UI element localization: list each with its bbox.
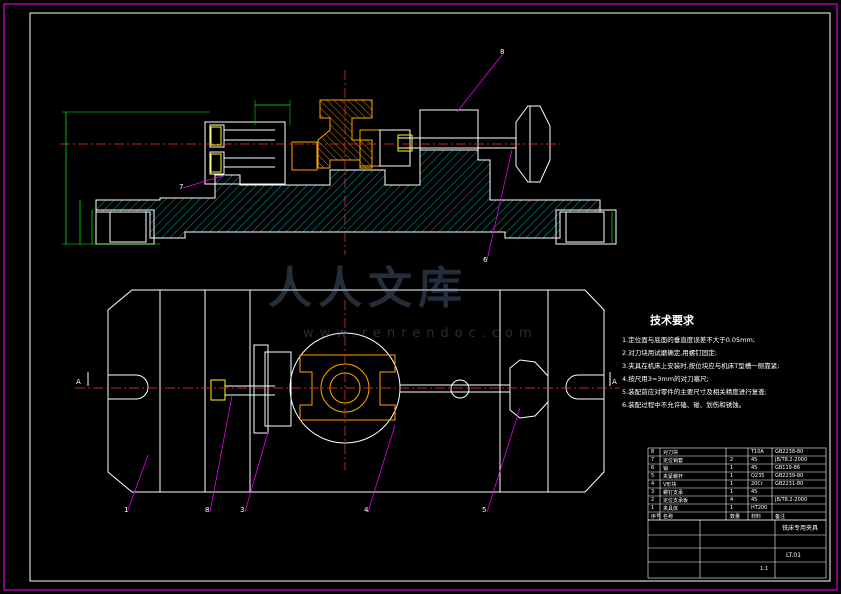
inner-frame — [29, 12, 831, 582]
leader-8b — [209, 395, 233, 513]
bolt-lower — [210, 153, 222, 173]
bom-cell: 1 — [730, 465, 734, 471]
clamp-screw — [397, 137, 517, 149]
bom-cell: 夹具体 — [663, 506, 679, 512]
part-number-1: 1 — [124, 506, 129, 514]
bom-cell: 6 — [651, 465, 655, 471]
part-number-8: 8 — [205, 506, 210, 514]
bom-header-cell: 名称 — [663, 514, 674, 520]
part-number-8-top: 8 — [500, 48, 505, 56]
drawing-number: LT.01 — [786, 552, 802, 559]
part-number-7: 7 — [179, 183, 184, 191]
leader-1 — [127, 454, 149, 511]
bom-grid — [647, 447, 827, 579]
bom-cell: 销 — [663, 466, 669, 472]
bom-cell: GB2239-80 — [775, 473, 804, 479]
section-label-left: A — [76, 378, 81, 386]
requirement-item: 4.按尺用3=3mm的对刀塞尺; — [622, 375, 709, 383]
bom-cell: 20Cr — [751, 481, 763, 487]
part-number-6: 6 — [483, 256, 488, 264]
part-number-3: 3 — [240, 506, 245, 514]
bolt-upper — [210, 126, 222, 146]
bom-cell: 螺钉支承 — [663, 490, 684, 496]
bom-cell: 1 — [730, 473, 734, 479]
v-block-top — [299, 354, 396, 421]
front-section-view — [60, 54, 617, 261]
bom-cell: 定位销套 — [663, 458, 684, 464]
bom-cell: 45 — [751, 497, 758, 503]
outer-frame — [3, 3, 838, 591]
bom-cell: JB/T8.2-2000 — [775, 457, 808, 463]
bom-cell: 对刀块 — [663, 450, 679, 456]
watermark-url: www.renrendoc.com — [303, 326, 538, 341]
bom-cell: GB2231-80 — [775, 481, 804, 487]
bom-cell: JB/T8.2-2000 — [775, 497, 808, 503]
bom-cell: 夹紧螺杆 — [663, 474, 684, 480]
bom-cell: 7 — [651, 457, 655, 463]
bom-cell: V形块 — [663, 482, 677, 488]
bom-cell: 4 — [651, 481, 655, 487]
leader-5 — [486, 407, 521, 513]
bom-cell: 定位支承板 — [663, 498, 689, 504]
bom-cell: 4 — [730, 497, 734, 503]
bom-cell: GB2238-80 — [775, 449, 804, 455]
leader-3 — [244, 431, 269, 513]
fixture-body-section — [95, 149, 601, 239]
bom-header-cell: 序号 — [651, 514, 662, 520]
bom-cell: 45 — [751, 489, 758, 495]
requirement-item: 6.装配过程中不允许磕、碰、划伤和锈蚀。 — [622, 401, 746, 409]
requirement-item: 2.对刀块用试磨确定,用螺钉固定; — [622, 349, 717, 357]
bom-cell: 1 — [651, 505, 655, 511]
leader-8 — [456, 54, 503, 113]
drawing-scale: 1:1 — [760, 566, 769, 572]
section-label-right: A — [612, 378, 617, 386]
leader-4 — [367, 424, 396, 513]
bom-cell: 1 — [730, 481, 734, 487]
bom-cell: 2 — [651, 497, 655, 503]
watermark-text: 人人文库 — [268, 263, 468, 314]
bom-header-cell: 备注 — [775, 514, 786, 520]
bom-cell: 8 — [651, 449, 655, 455]
requirement-item: 5.装配前应对零件的主要尺寸及相关精度进行复查; — [622, 388, 767, 396]
bom-cell: Q235 — [751, 473, 765, 479]
top-view — [75, 289, 620, 513]
bom-cell: 2 — [730, 457, 734, 463]
bom-cell: 45 — [751, 465, 758, 471]
bom-cell: 5 — [651, 473, 655, 479]
bom-cell: 1 — [730, 505, 734, 511]
bom-cell: T10A — [751, 449, 764, 455]
bom-cell: 1 — [730, 489, 734, 495]
bom-cell: 45 — [751, 457, 758, 463]
bom-header-cell: 材料 — [751, 514, 762, 520]
bom-cell: HT200 — [751, 505, 768, 511]
leader-6 — [486, 149, 513, 261]
bom-cell: GB119-86 — [775, 465, 801, 471]
drawing-name: 铣床专用夹具 — [782, 525, 819, 532]
clamp-knob — [515, 105, 551, 183]
bom-cell: 3 — [651, 489, 655, 495]
requirement-item: 1.定位面与底面的垂直度误差不大于0.05mm; — [622, 336, 756, 344]
requirement-item: 3.夹具在机床上安装时,按位块应与机床T型槽一侧靠紧; — [622, 362, 780, 370]
part-number-4: 4 — [364, 506, 369, 514]
leader-7 — [182, 174, 226, 189]
part-number-5: 5 — [482, 506, 487, 514]
bom-header-cell: 数量 — [730, 514, 741, 520]
requirements-title: 技术要求 — [650, 314, 694, 327]
fixture-body-outline — [107, 289, 605, 493]
